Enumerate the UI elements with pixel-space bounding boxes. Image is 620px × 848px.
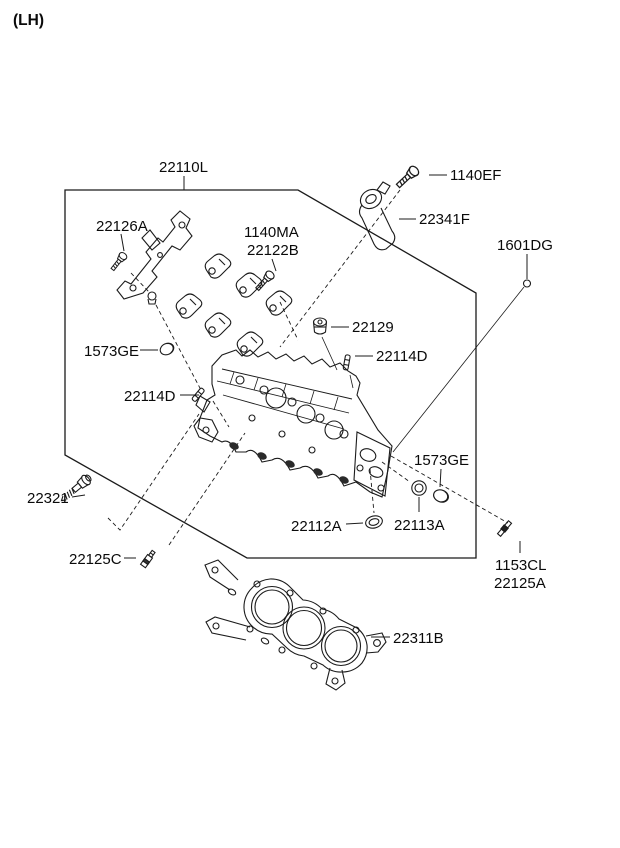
cup-plug-1573GE-right-icon — [431, 487, 451, 505]
stud-1153CL-icon — [496, 519, 513, 538]
callout-22125C: 22125C — [69, 551, 122, 568]
callout-22126A: 22126A — [96, 218, 148, 235]
callout-22110L: 22110L — [159, 159, 208, 176]
fastener-parts — [60, 163, 532, 569]
leader-lines — [71, 174, 528, 638]
callout-22114D-upper: 22114D — [376, 348, 428, 365]
callout-22112A: 22112A — [291, 518, 342, 535]
cylinder-head-part — [193, 349, 393, 498]
rocker-arm-parts — [175, 253, 293, 357]
cam-cap-rail-part — [116, 210, 193, 305]
callout-22311B: 22311B — [393, 630, 444, 647]
callout-labels: 22126A 1140MA 22122B 1140EF 22341F 1601D… — [27, 167, 553, 647]
spark-plug-22321-icon — [60, 474, 92, 502]
screw-22125C-icon — [139, 549, 156, 569]
callout-22114D-left: 22114D — [124, 388, 176, 405]
screw-plug-22129-icon — [312, 317, 328, 335]
bolt-22122B-icon — [253, 268, 277, 293]
callout-1140MA: 1140MA — [244, 224, 299, 241]
callout-22341F: 22341F — [419, 211, 470, 228]
bolt-1140EF-icon — [393, 163, 422, 191]
callout-1140EF: 1140EF — [450, 167, 501, 184]
callout-22129: 22129 — [352, 319, 394, 336]
assembly-box-icon — [64, 176, 477, 559]
callout-1573GE-left: 1573GE — [84, 343, 139, 360]
callout-22122B: 22122B — [247, 242, 299, 259]
corner-tag-lh: (LH) — [13, 12, 44, 29]
callout-22125A: 22125A — [494, 575, 546, 592]
dowel-1601DG-icon — [522, 279, 532, 288]
callout-1601DG: 1601DG — [497, 237, 553, 254]
callout-22113A: 22113A — [394, 517, 445, 534]
callout-22321: 22321 — [27, 490, 69, 507]
bracket-22341F-icon — [358, 181, 396, 251]
cup-plug-1573GE-left-icon — [157, 340, 177, 358]
seal-ring-22113A-icon — [411, 480, 427, 496]
callout-1573GE-right: 1573GE — [414, 452, 469, 469]
bolt-22126A-icon — [108, 250, 129, 273]
head-gasket-part — [204, 559, 387, 691]
alignment-lines — [107, 189, 509, 546]
valve-stem-seal-22112A-icon — [365, 515, 383, 529]
callout-1153CL: 1153CL — [495, 557, 546, 574]
